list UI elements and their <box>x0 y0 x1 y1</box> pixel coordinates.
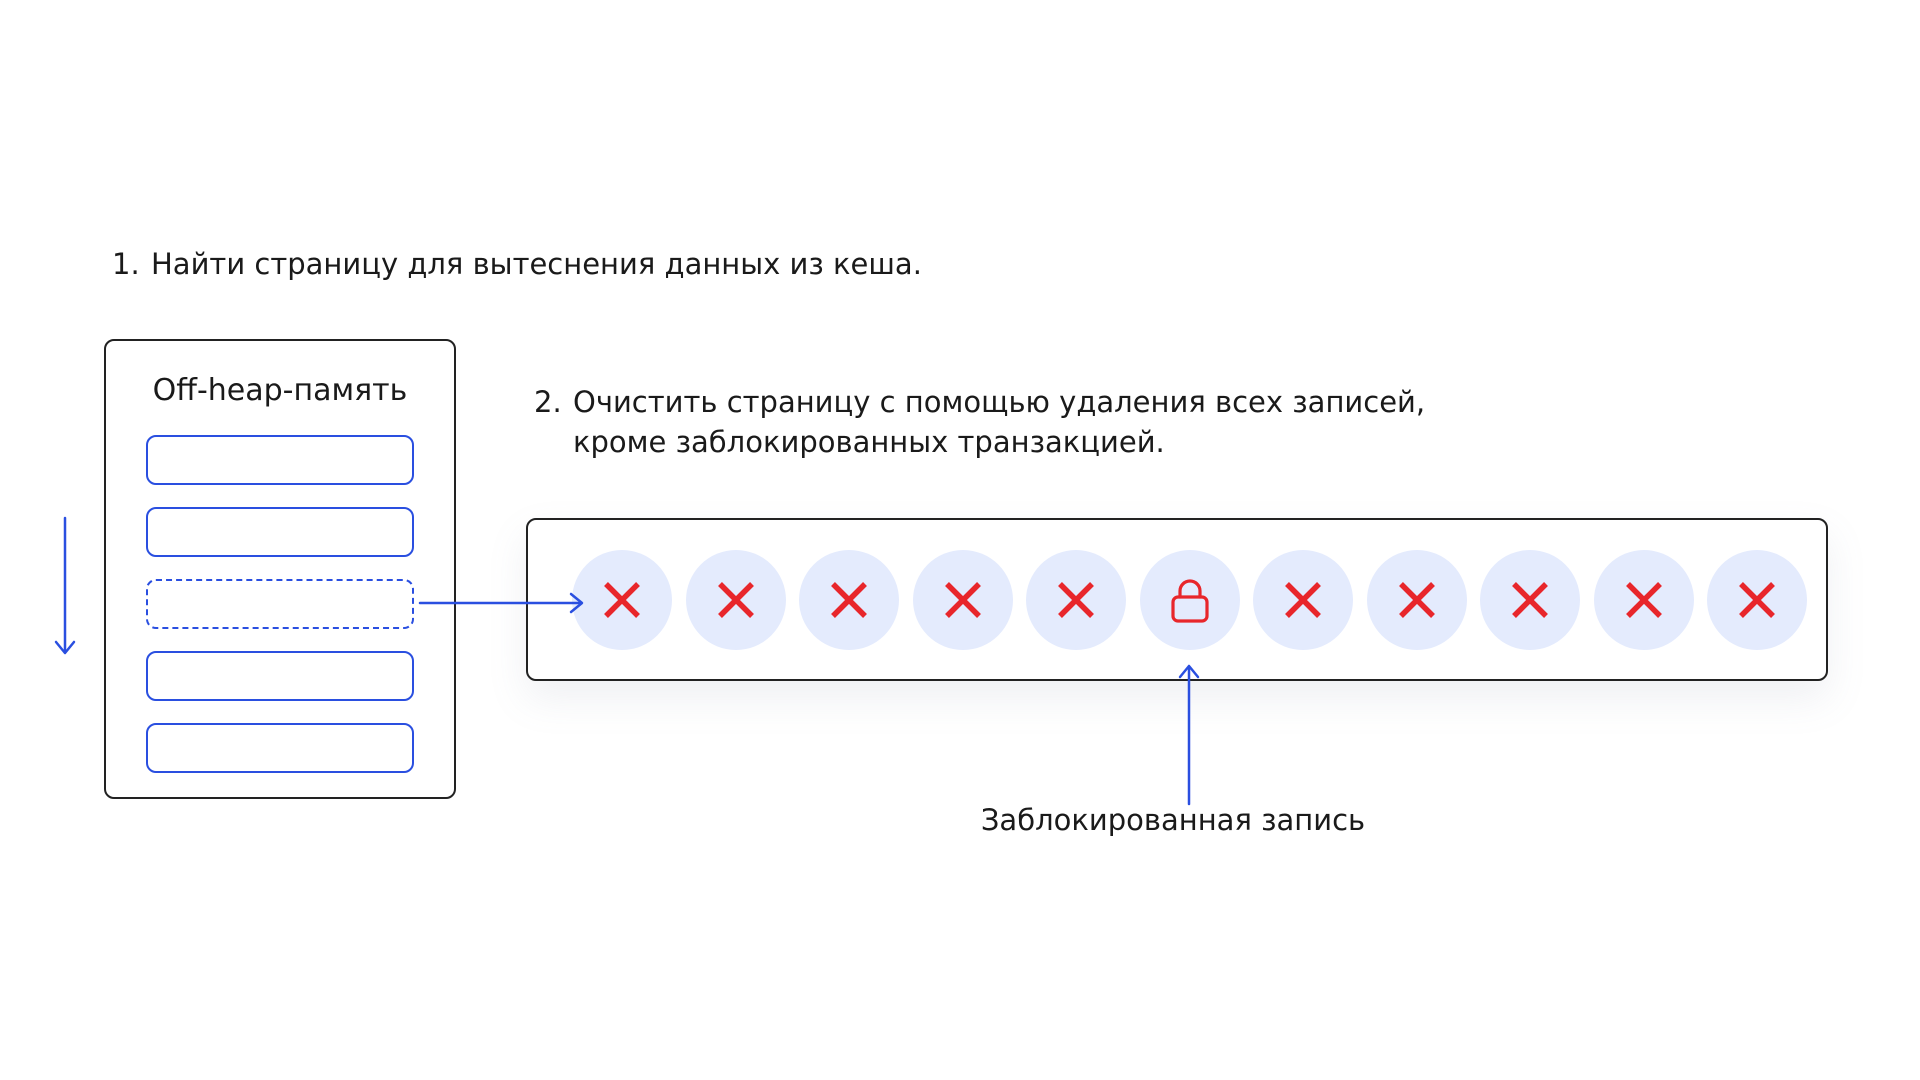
cross-icon <box>1512 582 1548 618</box>
record-deleted <box>912 550 1013 650</box>
step-1: 1. Найти страницу для вытеснения данных … <box>112 244 1012 284</box>
cross-icon <box>717 582 754 618</box>
step-text-line-2: кроме заблокированных транзакцией. <box>573 425 1165 459</box>
memory-page-selected <box>146 579 414 629</box>
record-deleted <box>1026 550 1126 650</box>
cross-icon <box>604 582 640 618</box>
record-deleted <box>799 550 899 650</box>
cross-icon <box>1398 582 1435 618</box>
record-deleted <box>685 550 786 650</box>
record-deleted <box>1707 550 1807 650</box>
scan-direction-arrow <box>54 516 76 655</box>
record-locked <box>1139 550 1240 650</box>
cross-icon <box>944 582 981 618</box>
memory-page <box>146 435 414 485</box>
page-to-records-arrow <box>418 592 584 614</box>
record-deleted <box>1593 550 1694 650</box>
memory-title: Off-heap-память <box>152 373 408 408</box>
step-text-line-1: Очистить страницу с помощью удаления все… <box>573 385 1426 419</box>
page-records <box>526 518 1828 681</box>
record-deleted <box>572 550 672 650</box>
record-deleted <box>1480 550 1580 650</box>
locked-record-label: Заблокированная запись <box>980 803 1366 837</box>
cross-icon <box>831 582 867 618</box>
step-2: 2. Очистить страницу с помощью удаления … <box>534 382 1434 462</box>
step-text: Найти страницу для вытеснения данных из … <box>151 247 922 281</box>
cross-icon <box>1739 582 1775 618</box>
record-deleted <box>1366 550 1467 650</box>
memory-page <box>146 651 414 701</box>
cross-icon <box>1625 582 1662 618</box>
record-deleted <box>1253 550 1353 650</box>
locked-record-pointer-arrow <box>1178 664 1200 806</box>
cross-icon <box>1285 582 1321 618</box>
step-number: 1. <box>112 247 140 281</box>
memory-page <box>146 507 414 557</box>
off-heap-memory: Off-heap-память <box>104 339 456 799</box>
cross-icon <box>1058 582 1094 618</box>
memory-page <box>146 723 414 773</box>
lock-icon <box>1170 579 1209 623</box>
step-number: 2. <box>534 385 562 419</box>
